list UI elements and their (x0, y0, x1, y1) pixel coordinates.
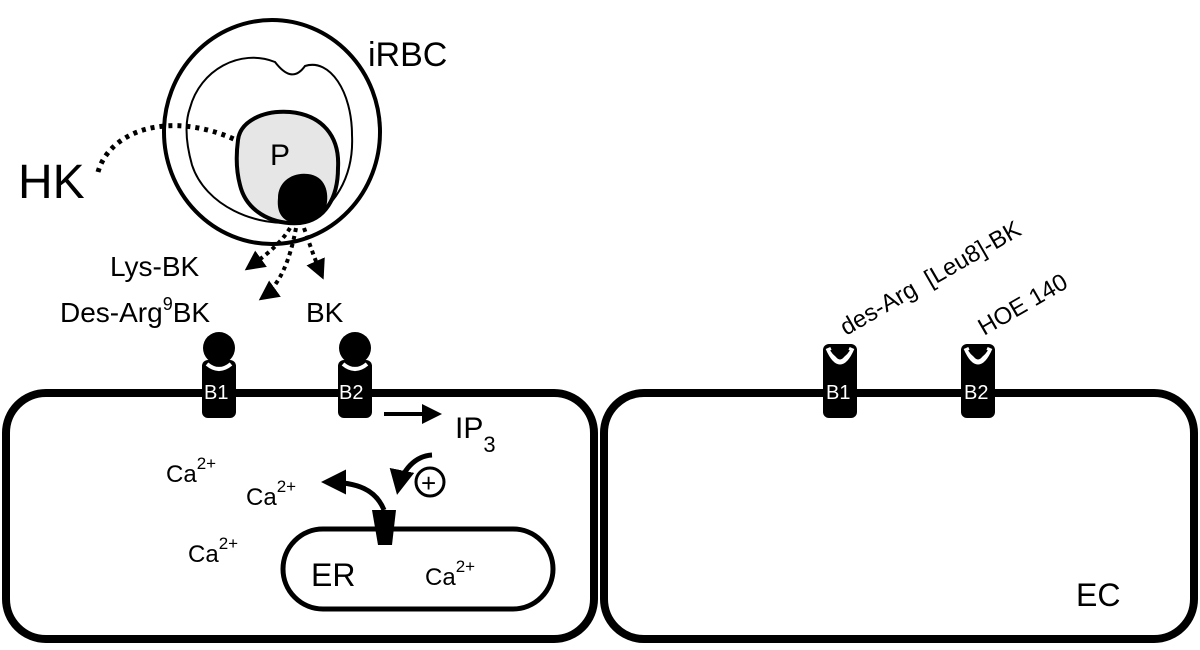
right-b2-antagonist (968, 349, 988, 358)
calcium-3-base: Ca (188, 541, 219, 568)
left-b2-bound-ligand (339, 332, 371, 364)
calcium-2-base: Ca (246, 484, 277, 511)
right-b1-receptor-cup (825, 346, 855, 365)
left-b1-receptor: B1 (202, 332, 236, 418)
calcium-2-charge: 2+ (277, 477, 296, 496)
kininogen-group: HK (18, 123, 238, 209)
calcium-label-1: Ca2+ (166, 454, 216, 488)
ip3-label: IP3 (455, 412, 496, 457)
right-cell-membrane (600, 389, 1198, 643)
des-arg9-bk-prefix: Des-Arg (60, 297, 163, 328)
plus-symbol: + (421, 468, 436, 498)
right-b1-receptor: B1 (823, 344, 857, 418)
right-b1-receptor-body (823, 344, 857, 418)
calcium-1-base: Ca (166, 461, 197, 488)
left-cell: B1 B2 IP3 + ER Ca2+ Ca2+ Ca2+ Ca2+ (2, 332, 598, 643)
des-arg9-bk-superscript: 9 (163, 294, 173, 314)
left-cell-membrane (2, 389, 598, 643)
bk-label: BK (306, 297, 344, 328)
right-b2-receptor: B2 (961, 344, 995, 418)
calcium-label-3: Ca2+ (188, 534, 238, 568)
left-b2-receptor-body (338, 360, 372, 418)
parasitophorous-vacuole (185, 56, 354, 224)
des-arg9-bk-label: Des-Arg9BK (60, 294, 210, 328)
ip3-base: IP (455, 412, 483, 445)
hk-label: HK (18, 156, 85, 209)
irbc-membrane (162, 18, 382, 246)
plus-circle (414, 466, 446, 498)
right-b1-antagonist (830, 349, 850, 358)
left-b1-label: B1 (204, 382, 228, 404)
calcium-label-er: Ca2+ (425, 557, 475, 591)
left-b1-bound-ligand (203, 332, 235, 364)
left-b2-receptor: B2 (338, 332, 372, 418)
ip3-subscript: 3 (483, 432, 495, 457)
right-b2-label: B2 (964, 382, 988, 404)
right-b1-label: B1 (826, 382, 850, 404)
right-b2-receptor-cup (963, 346, 993, 365)
calcium-release-arrow (321, 469, 387, 512)
right-cell: B1 B2 des-Arg [Leu8]-BK HOE 140 EC (600, 216, 1198, 643)
infected-red-blood-cell: P iRBC (162, 18, 447, 246)
calcium-1-charge: 2+ (197, 454, 216, 473)
left-b2-label: B2 (339, 382, 363, 404)
antagonist-b2-label: HOE 140 (974, 268, 1073, 341)
released-kinins: Lys-BK Des-Arg9BK BK (60, 226, 344, 328)
hemozoin-crystal (277, 173, 328, 224)
calcium-er-base: Ca (425, 564, 456, 591)
lys-bk-arrow (244, 226, 292, 271)
des-arg9-bk-arrow (258, 227, 298, 301)
des-arg9-bk-suffix: BK (173, 297, 211, 328)
lys-bk-label: Lys-BK (110, 251, 200, 282)
ec-label: EC (1076, 577, 1120, 613)
bk-arrow (302, 227, 325, 280)
endoplasmic-reticulum (280, 526, 556, 612)
parasite-label: P (270, 139, 290, 172)
calcium-3-charge: 2+ (219, 534, 238, 553)
er-label: ER (311, 557, 355, 593)
right-b2-receptor-body (961, 344, 995, 418)
ip3-activation-arrow (389, 452, 433, 495)
left-b2-receptor-cup (341, 362, 369, 371)
left-b1-receptor-body (202, 360, 236, 418)
irbc-label: iRBC (368, 36, 447, 74)
left-b1-receptor-cup (205, 362, 233, 371)
calcium-label-2: Ca2+ (246, 477, 296, 511)
calcium-er-charge: 2+ (456, 557, 475, 576)
